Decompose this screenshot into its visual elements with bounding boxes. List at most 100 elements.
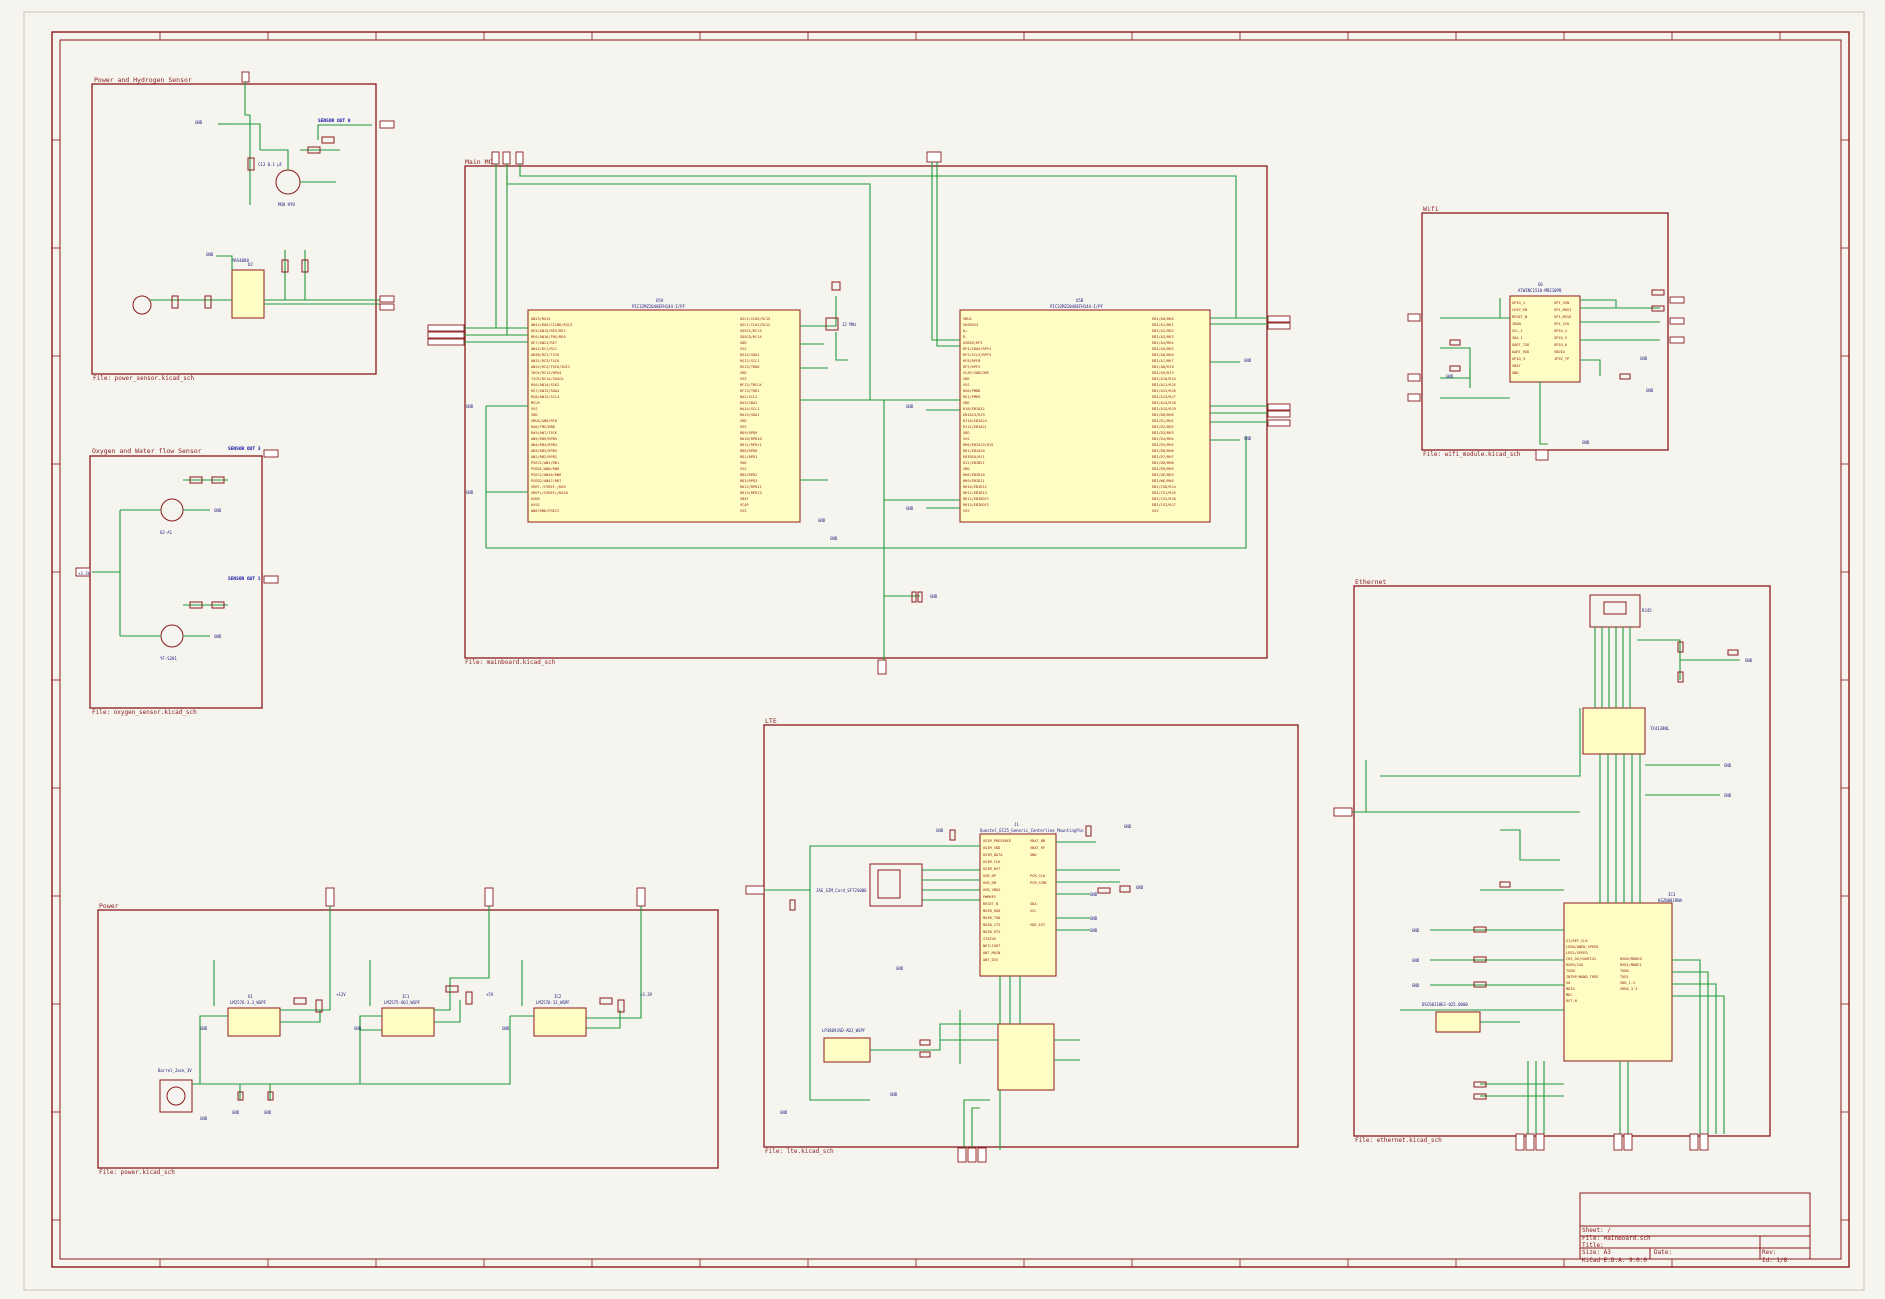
svg-text:U5B: U5B <box>1076 298 1084 303</box>
svg-text:1P3V_TP: 1P3V_TP <box>1554 357 1569 361</box>
svg-text:File: ethernet.kicad_sch: File: ethernet.kicad_sch <box>1355 1137 1442 1144</box>
svg-text:U1: U1 <box>248 994 253 999</box>
ic-ic3[interactable] <box>1563 902 1673 1062</box>
hydrogen-sensor-symbol <box>275 169 301 195</box>
svg-text:RXD1/MODE1: RXD1/MODE1 <box>1620 963 1642 967</box>
ic-lte-regulator[interactable] <box>823 1037 871 1063</box>
title-block-kicad: KiCad E.D.A. 9.0.0 <box>1582 1257 1647 1264</box>
sheet-power-hydrogen-sensor[interactable]: Power and Hydrogen Sensor File: power_se… <box>91 71 395 382</box>
svg-text:GND: GND <box>502 1026 510 1031</box>
svg-text:EBI/A12/RJ6: EBI/A12/RJ6 <box>1152 389 1176 393</box>
svg-text:GND: GND <box>200 1026 208 1031</box>
ic-u5b[interactable] <box>959 309 1211 523</box>
svg-text:RD12/RPD12: RD12/RPD12 <box>740 485 762 489</box>
ic-lte-level-shifter[interactable] <box>997 1023 1055 1091</box>
svg-text:MQ8 HYD: MQ8 HYD <box>278 202 295 207</box>
svg-text:GND: GND <box>930 594 938 599</box>
svg-text:EBI/WE/RK6: EBI/WE/RK6 <box>1152 479 1174 483</box>
svg-text:VSS: VSS <box>531 407 538 411</box>
svg-text:EBI/D9/RH9: EBI/D9/RH9 <box>1152 467 1174 471</box>
svg-text:VSS: VSS <box>963 509 970 513</box>
ic-ic1[interactable] <box>381 1007 435 1037</box>
svg-text:RA15/SDA1: RA15/SDA1 <box>740 413 759 417</box>
svg-text:USIM_PRESENCE: USIM_PRESENCE <box>983 839 1011 843</box>
svg-text:VCAP: VCAP <box>740 503 749 507</box>
svg-text:SPI_MISO: SPI_MISO <box>1554 315 1571 319</box>
svg-text:OSC2/CLKO/RC15: OSC2/CLKO/RC15 <box>740 317 770 321</box>
sheet-main-mcu[interactable]: Main MCU File: mainboard.kicad_sch U5A P… <box>427 151 1291 675</box>
svg-text:GND: GND <box>906 506 914 511</box>
svg-text:GPIO_5: GPIO_5 <box>1554 336 1567 340</box>
svg-text:GPIO_3: GPIO_3 <box>1512 357 1525 361</box>
svg-text:VUSB3V3: VUSB3V3 <box>963 323 978 327</box>
sim-card-holder[interactable] <box>869 863 923 907</box>
svg-text:RG13/TRD0: RG13/TRD0 <box>740 365 759 369</box>
svg-text:Main MCU: Main MCU <box>465 158 496 166</box>
svg-text:TXD1: TXD1 <box>1620 975 1629 979</box>
svg-text:GND: GND <box>1412 958 1420 963</box>
barrel-jack[interactable] <box>159 1079 193 1113</box>
magnetics-transformer[interactable] <box>1582 707 1646 755</box>
svg-text:AVSS: AVSS <box>531 503 540 507</box>
svg-text:RH11/EBID13: RH11/EBID13 <box>963 491 987 495</box>
ic-u6[interactable] <box>1509 295 1581 383</box>
svg-text:EBI/A4/RK4: EBI/A4/RK4 <box>1152 341 1174 345</box>
ic-u5a[interactable] <box>527 309 801 523</box>
svg-text:Power: Power <box>99 902 119 910</box>
svg-text:CRS_DV/CONFIG2: CRS_DV/CONFIG2 <box>1566 957 1596 961</box>
svg-text:GND: GND <box>206 252 214 257</box>
sheet-power[interactable]: Power File: power.kicad_sch U1 LM2576-3.… <box>97 887 719 1176</box>
svg-text:AN6/RB6/PGEC2: AN6/RB6/PGEC2 <box>531 509 559 513</box>
sheet-wifi[interactable]: Wifi File: wifi_module.kicad_sch U6 ATWI… <box>1407 205 1685 461</box>
svg-text:VSS: VSS <box>1152 509 1159 513</box>
sheet-ethernet[interactable]: Ethernet File: ethernet.kicad_sch RJ45 T… <box>1333 578 1771 1151</box>
svg-text:VCAP/VDDCORE: VCAP/VDDCORE <box>963 371 989 375</box>
svg-text:EBI/A9/RJ3: EBI/A9/RJ3 <box>1152 371 1174 375</box>
svg-text:VDDA_3.3: VDDA_3.3 <box>1620 987 1637 991</box>
svg-text:SDA: SDA <box>1030 902 1037 906</box>
svg-text:RE7/AN21/RE7: RE7/AN21/RE7 <box>531 341 557 345</box>
rj45-connector[interactable] <box>1589 594 1641 628</box>
svg-text:RD2/RPD2: RD2/RPD2 <box>740 473 757 477</box>
svg-text:LED0/ANEN_SPEED: LED0/ANEN_SPEED <box>1566 945 1598 949</box>
water-flow-sensor-symbol <box>160 624 184 648</box>
ic-ic2[interactable] <box>533 1007 587 1037</box>
svg-text:USBID/RF3: USBID/RF3 <box>963 341 982 345</box>
svg-text:RD9/RPD9: RD9/RPD9 <box>740 431 757 435</box>
title-block-id: Id: 1/8 <box>1762 1257 1788 1264</box>
svg-text:XO: XO <box>1566 981 1570 985</box>
ic-ec25-lte-module[interactable] <box>979 833 1057 977</box>
svg-text:RA3/SDA2: RA3/SDA2 <box>740 401 757 405</box>
hierarchical-pin[interactable] <box>379 120 395 129</box>
sheet-pin[interactable] <box>241 71 250 83</box>
svg-text:SDA_1: SDA_1 <box>1512 336 1523 340</box>
svg-text:GND: GND <box>232 1110 240 1115</box>
svg-text:UART_RXD: UART_RXD <box>1512 350 1529 354</box>
ethernet-oscillator[interactable] <box>1435 1011 1481 1033</box>
svg-text:OSC1/CLKI/RC12: OSC1/CLKI/RC12 <box>740 323 770 327</box>
svg-text:RJ8/EBIA22: RJ8/EBIA22 <box>963 407 985 411</box>
svg-text:RF4/SDA5/RPF4: RF4/SDA5/RPF4 <box>963 347 991 351</box>
svg-text:USIM_DATA: USIM_DATA <box>983 853 1003 857</box>
ic-u2[interactable] <box>231 269 265 319</box>
svg-text:EBI/D4/RH4: EBI/D4/RH4 <box>1152 437 1174 441</box>
svg-text:SOSCO/RC14: SOSCO/RC14 <box>740 335 762 339</box>
svg-text:IC1: IC1 <box>402 994 410 999</box>
svg-text:ANT_MAIN: ANT_MAIN <box>983 951 1000 955</box>
svg-text:VDD: VDD <box>740 341 747 345</box>
oxygen-sensor-symbol <box>160 498 184 522</box>
svg-text:STATUS: STATUS <box>983 937 996 941</box>
svg-text:RA0/TMS/RB0: RA0/TMS/RB0 <box>531 425 555 429</box>
svg-text:MAX4080: MAX4080 <box>232 258 249 263</box>
svg-text:RJ45: RJ45 <box>1642 608 1652 613</box>
svg-text:EBI/A10/RJ4: EBI/A10/RJ4 <box>1152 377 1176 381</box>
svg-text:USB_DM: USB_DM <box>983 881 997 885</box>
title-block-title: Title: <box>1582 1242 1604 1249</box>
svg-text:AVDD: AVDD <box>531 497 540 501</box>
sheet-lte[interactable]: LTE File: lte.kicad_sch J1 Quectel_EC25_… <box>745 717 1299 1163</box>
svg-text:SCL_1: SCL_1 <box>1512 329 1523 333</box>
sheet-oxygen-water-sensor[interactable]: Oxygen and Water flow Sensor File: oxyge… <box>75 446 279 716</box>
ic-u1[interactable] <box>227 1007 281 1037</box>
svg-text:VDD: VDD <box>740 461 747 465</box>
